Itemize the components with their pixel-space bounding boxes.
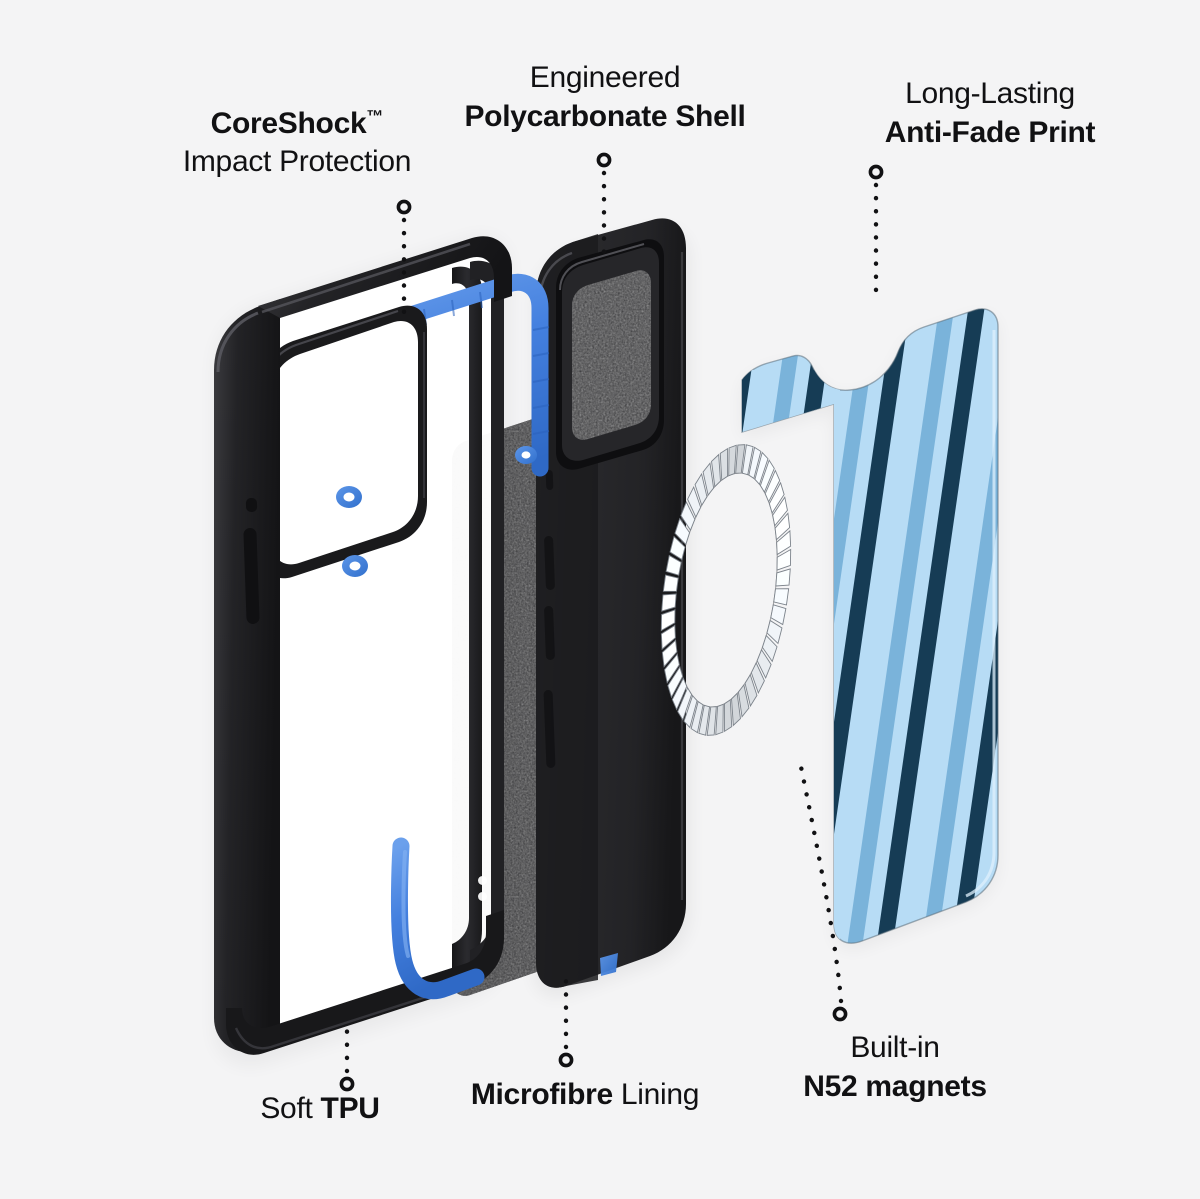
callout-polycarbonate: Engineered Polycarbonate Shell: [420, 58, 790, 136]
callout-polycarbonate-line1: Engineered: [529, 61, 681, 94]
callout-microfibre-line2: Lining: [612, 1078, 700, 1111]
leader-coreshock: [396, 199, 412, 325]
callout-antifade-line1: Long-Lasting: [905, 77, 1075, 110]
leader-microfibre: [558, 969, 574, 1068]
leader-lines: [339, 152, 884, 1092]
n52-magnet-ring: [660, 444, 792, 736]
tpu-inner-wall: [452, 260, 504, 984]
callout-coreshock-line2: Impact Protection: [182, 145, 412, 179]
print-backplate-layer: [741, 308, 999, 950]
leader-polycarbonate: [596, 152, 612, 255]
tpu-outer-frame: [214, 236, 512, 1055]
coreshock-rail-bottom: [390, 837, 485, 1000]
shell-side-buttons: [543, 469, 556, 768]
callout-coreshock-line1: CoreShock™: [210, 107, 384, 140]
blue-accent-rings: [336, 446, 537, 577]
tpu-bumper-layer: [214, 236, 550, 1067]
callout-microfibre-line1: Microfibre: [470, 1078, 613, 1111]
callout-antifade-line2: Anti-Fade Print: [884, 116, 1096, 149]
callout-polycarbonate-line2: Polycarbonate Shell: [464, 100, 746, 133]
callout-n52: Built-in N52 magnets: [760, 1028, 1030, 1106]
callout-tpu: Soft TPU: [185, 1092, 455, 1126]
callout-antifade: Long-Lasting Anti-Fade Print: [845, 74, 1135, 152]
leader-tpu: [339, 1017, 355, 1092]
camera-cutout: [556, 239, 664, 470]
callout-microfibre: Microfibre Lining: [420, 1078, 750, 1112]
leader-n52: [797, 759, 848, 1022]
callout-n52-line2: N52 magnets: [803, 1070, 987, 1103]
callout-tpu-line2: TPU: [320, 1092, 380, 1125]
callout-tpu-line1: Soft: [260, 1092, 321, 1125]
callout-coreshock: CoreShock™ Impact Protection: [147, 105, 447, 182]
bumper-port-cutouts: [478, 875, 488, 901]
callout-n52-line1: Built-in: [850, 1031, 940, 1064]
trademark-symbol: ™: [366, 107, 384, 126]
bumper-camera-opening: [262, 305, 427, 579]
leader-antifade: [868, 164, 884, 303]
